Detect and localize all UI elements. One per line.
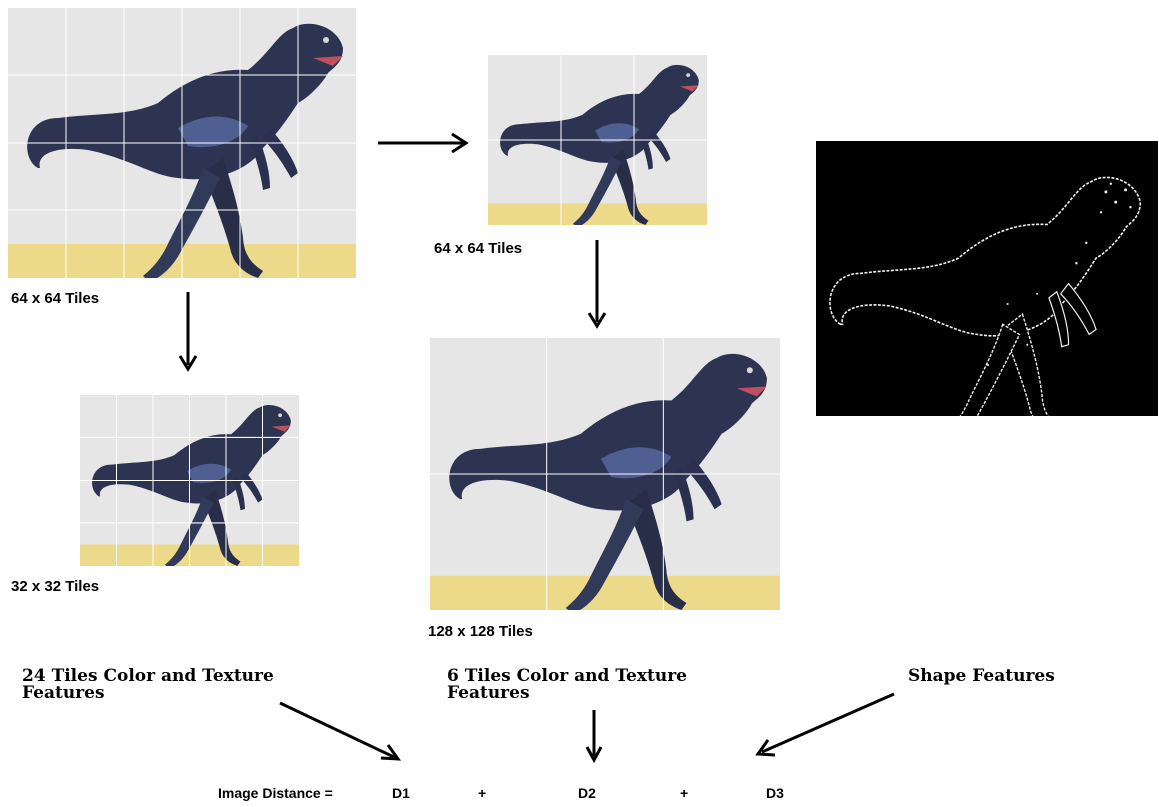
dinosaur-image-64-tiles bbox=[8, 8, 356, 278]
label-24-tiles-line2: Features bbox=[22, 683, 105, 703]
formula-d3: D3 bbox=[766, 785, 784, 801]
caption-top-middle: 64 x 64 Tiles bbox=[434, 240, 523, 257]
formula-plus-1: + bbox=[478, 785, 487, 801]
label-24-tiles-features: 24 Tiles Color and Texture Features bbox=[22, 668, 274, 702]
caption-large: 128 x 128 Tiles bbox=[428, 623, 533, 640]
formula-label: Image Distance = bbox=[218, 785, 333, 801]
label-shape-features: Shape Features bbox=[908, 666, 1055, 686]
formula-d2: D2 bbox=[578, 785, 596, 801]
formula-plus-2: + bbox=[680, 785, 689, 801]
dinosaur-image-32-tiles bbox=[80, 395, 299, 566]
caption-small: 32 x 32 Tiles bbox=[11, 578, 100, 595]
label-6-tiles-features: 6 Tiles Color and Texture Features bbox=[447, 668, 687, 702]
arrow-to-d3 bbox=[761, 692, 895, 754]
label-24-tiles-line1: 24 Tiles Color and Texture bbox=[22, 666, 274, 686]
label-6-tiles-line2: Features bbox=[447, 683, 530, 703]
caption-original: 64 x 64 Tiles bbox=[11, 290, 100, 307]
formula-d1: D1 bbox=[392, 785, 410, 801]
arrow-to-d1 bbox=[279, 701, 397, 760]
dinosaur-image-top-middle bbox=[488, 55, 707, 225]
label-6-tiles-line1: 6 Tiles Color and Texture bbox=[447, 666, 687, 686]
dinosaur-edge-image bbox=[816, 141, 1158, 416]
dinosaur-image-128-tiles bbox=[430, 338, 780, 610]
